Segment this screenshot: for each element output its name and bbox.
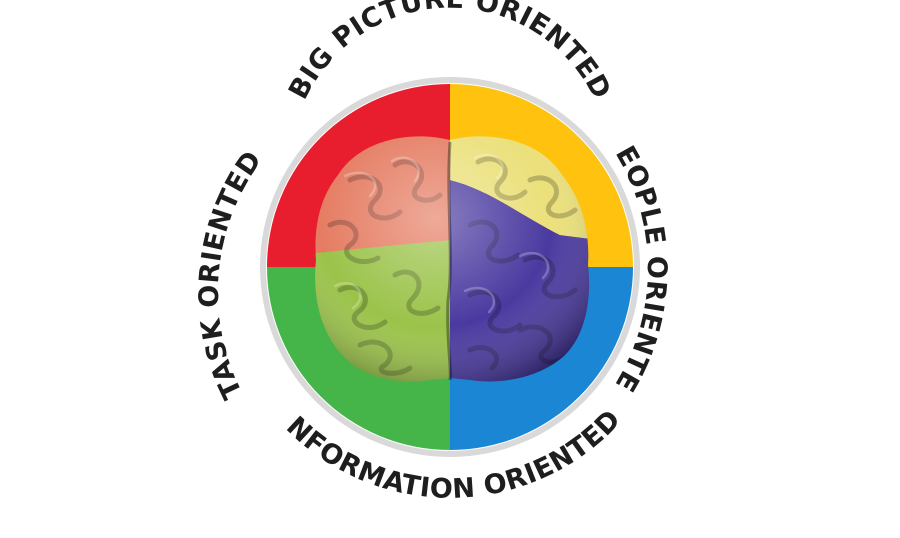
label-left: TASK ORIENTED xyxy=(194,145,269,403)
brain-icon xyxy=(315,136,590,382)
